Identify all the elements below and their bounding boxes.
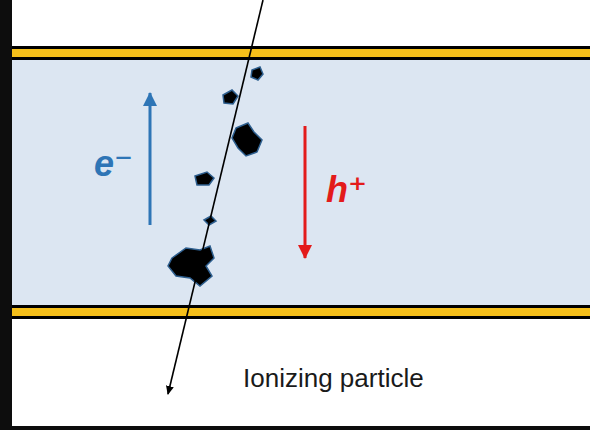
charge-clusters (168, 67, 263, 286)
electron-drift-arrow (149, 93, 152, 225)
hole-label: h⁺ (326, 170, 367, 210)
particle-label: Ionizing particle (243, 364, 424, 393)
bottom-electrode (12, 305, 590, 319)
sensor-bulk (12, 60, 590, 305)
electron-label: e⁻ (94, 144, 133, 184)
particle-track (168, 0, 263, 394)
background (12, 0, 590, 426)
hole-drift-arrow (304, 126, 307, 258)
top-electrode (12, 46, 590, 60)
